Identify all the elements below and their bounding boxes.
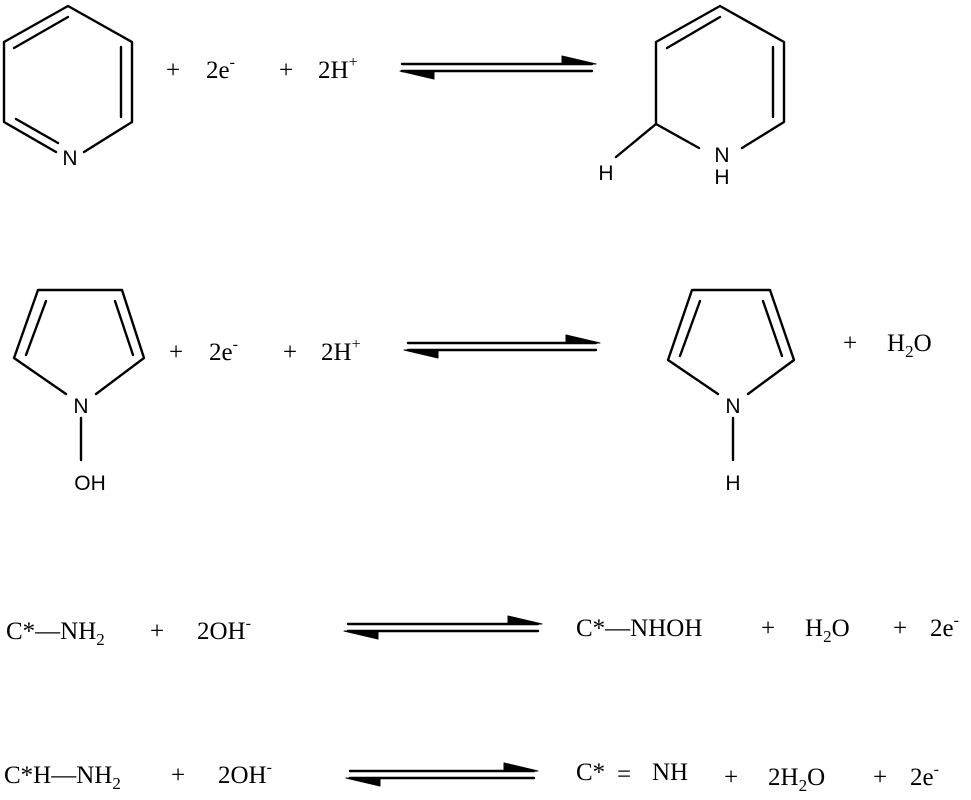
n-hydroxypyrrole-n-label: N [73, 395, 88, 418]
pyrrole-structure: N H [666, 288, 796, 495]
n-hydroxypyrrole-oh-label: OH [74, 472, 106, 495]
r2-equilibrium-arrow [403, 334, 601, 359]
r1-plus-1: + [166, 57, 180, 84]
dihydropyridine-n-label: N [714, 144, 729, 167]
r3-right-plus-1: + [761, 615, 775, 642]
r1-protons: 2H+ [318, 54, 358, 84]
reaction-2: N OH + 2e- + 2H+ N H + H2O [12, 288, 932, 495]
dihydropyridine-nh-h-label: H [714, 166, 729, 189]
pyrrole-h-label: H [725, 472, 740, 495]
r4-double-bond: = [617, 761, 631, 788]
n-hydroxypyrrole-ring-bonds [12, 288, 146, 396]
pyrrole-ring-bonds [666, 288, 796, 396]
r2-plus-2: + [283, 339, 297, 366]
r1-equilibrium-arrow [399, 55, 597, 80]
r3-right-species: C*—NHOH [576, 615, 702, 642]
dihydropyridine-ring-bond-nh [654, 122, 701, 150]
r4-right-plus-2: + [873, 764, 887, 791]
dihydropyridine-h-label: H [598, 162, 613, 185]
n-hydroxypyrrole-double-bond-1 [24, 299, 48, 357]
r4-imine-nh: NH [652, 759, 688, 786]
pyrrole-double-bond-1 [678, 299, 702, 358]
r3-water: H2O [805, 615, 850, 646]
reaction-4: C*H—NH2 + 2OH- C* = NH + 2H2O + 2e- [4, 759, 939, 795]
r1-plus-2: + [279, 57, 293, 84]
r1-electrons: 2e- [206, 54, 235, 84]
r4-hydroxide: 2OH- [218, 759, 272, 789]
pyridine-structure: N [2, 4, 134, 170]
dihydropyridine-structure: H N H [598, 4, 786, 189]
pyrrole-n-label: N [725, 395, 740, 418]
r3-left-plus: + [150, 618, 164, 645]
reaction-1: N + 2e- + 2H+ H N H [2, 4, 786, 189]
dihydropyridine-ch-bond [614, 122, 658, 159]
r4-right-plus-1: + [724, 764, 738, 791]
pyridine-double-bond-1 [12, 15, 70, 50]
pyridine-ring-bonds [2, 4, 134, 154]
dihydropyridine-ring-bonds [654, 4, 786, 150]
r4-equilibrium-arrow [345, 762, 539, 787]
r4-electrons: 2e- [910, 761, 939, 791]
pyridine-double-bond-3 [14, 117, 60, 145]
pyridine-n-label: N [62, 147, 77, 170]
r3-equilibrium-arrow [343, 615, 543, 640]
r3-right-plus-2: + [893, 615, 907, 642]
r4-water: 2H2O [768, 764, 825, 795]
n-hydroxypyrrole-structure: N OH [12, 288, 146, 495]
r2-plus-3: + [843, 330, 857, 357]
r3-left-species: C*—NH2 [6, 618, 105, 649]
r2-electrons: 2e- [209, 336, 238, 366]
r2-protons: 2H+ [321, 336, 361, 366]
r3-electrons: 2e- [930, 612, 959, 642]
r2-plus-1: + [169, 339, 183, 366]
r3-hydroxide: 2OH- [197, 615, 251, 645]
r4-left-plus: + [171, 762, 185, 789]
r4-left-species: C*H—NH2 [4, 762, 121, 793]
r2-water: H2O [887, 330, 932, 361]
reaction-3: C*—NH2 + 2OH- C*—NHOH + H2O + 2e- [6, 612, 959, 649]
r4-carbon: C* [576, 759, 605, 786]
dihydropyridine-double-bond-1 [665, 15, 722, 50]
pyrrole-double-bond-2 [761, 299, 784, 358]
n-hydroxypyrrole-double-bond-2 [113, 299, 135, 357]
